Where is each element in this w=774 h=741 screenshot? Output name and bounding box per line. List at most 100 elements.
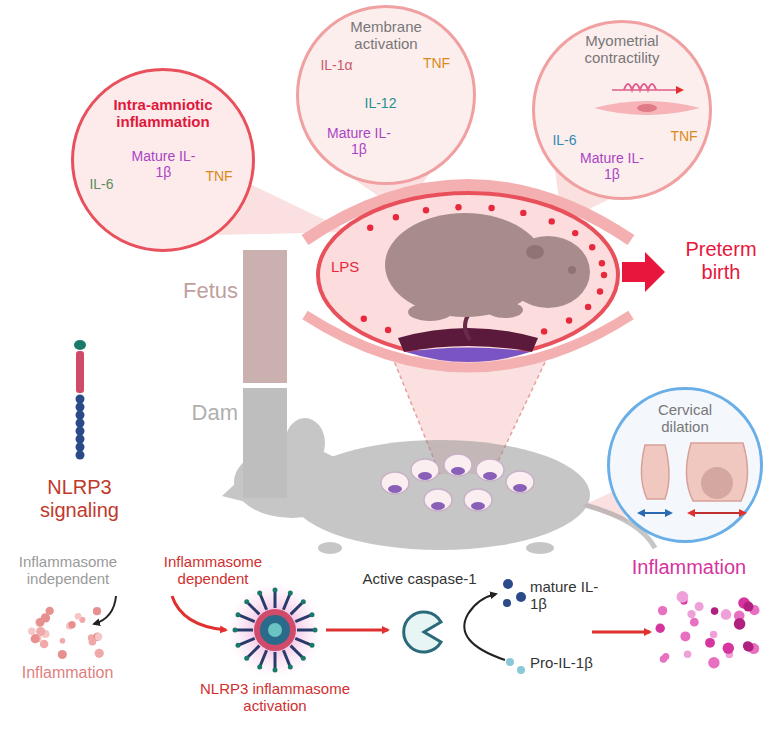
text-label: Inflammasome independent xyxy=(4,553,132,588)
inflammasome-tip xyxy=(244,599,249,604)
cytokine-label: IL-6 xyxy=(79,176,124,192)
lps-dot xyxy=(361,316,367,322)
fetus-head xyxy=(506,236,590,308)
muscle-nucleus xyxy=(637,104,657,112)
cytokine-dot xyxy=(503,579,513,589)
text-label: Preterm birth xyxy=(672,238,770,284)
placenta-mini xyxy=(451,467,465,475)
fetus-ear xyxy=(526,245,544,259)
text-label: NLRP3 inflammasome activation xyxy=(190,680,360,715)
cytokine-label: Mature IL-1β xyxy=(324,125,394,157)
mouse-ear xyxy=(285,418,325,468)
cytokine-dot xyxy=(744,642,754,652)
muscle-cell xyxy=(594,101,700,115)
inflammasome-core xyxy=(260,615,290,645)
pro-il1b-dots xyxy=(506,658,525,674)
inflammasome-spike xyxy=(247,646,260,659)
cytokine-dot xyxy=(658,606,667,615)
fetal-head xyxy=(701,467,733,499)
cytokine-dot xyxy=(28,628,35,635)
nlrp3-domain xyxy=(76,351,84,393)
preterm-arrow xyxy=(622,252,665,292)
cytokine-dot xyxy=(503,599,511,607)
inflammasome-tip xyxy=(310,643,315,648)
circle-shape xyxy=(534,22,711,199)
inflammasome-spike xyxy=(295,615,312,622)
inflammasome-spike xyxy=(295,638,312,645)
amniotic-sac xyxy=(444,454,472,476)
cytokine-dot xyxy=(705,638,715,648)
inflammasome-tip xyxy=(313,628,318,633)
circle-shape xyxy=(73,70,254,251)
nlrp3-bead xyxy=(76,411,85,420)
placenta-mini xyxy=(471,502,485,510)
cytokine-label: TNF xyxy=(199,168,239,184)
cytokine-dot xyxy=(721,609,732,620)
lps-dot xyxy=(393,214,399,220)
cytokine-dot xyxy=(684,650,692,658)
amniotic-sac xyxy=(424,489,452,511)
zoom-circle: Myometrial contractilityIL-6TNFMature IL… xyxy=(532,20,712,200)
caspase-icon xyxy=(404,612,441,652)
lps-dot xyxy=(572,230,578,236)
nlrp3-cap xyxy=(74,340,86,350)
inflammasome-spike xyxy=(274,590,277,608)
amniotic-sac xyxy=(464,489,492,511)
nlrp3-bead xyxy=(76,443,85,452)
amniotic-sac xyxy=(476,459,504,481)
inflammasome-tip xyxy=(288,591,293,596)
zoom-circle: Membrane activationIL-1αTNFIL-12Mature I… xyxy=(296,5,476,185)
cytokine-dot xyxy=(710,631,718,639)
cytokine-label: IL-6 xyxy=(542,132,587,148)
cytokine-dot xyxy=(516,592,526,602)
cytokine-dot xyxy=(60,638,66,644)
cervix-closed xyxy=(641,445,669,499)
mature-il1b-dots xyxy=(503,579,526,607)
placenta-mini xyxy=(431,502,445,510)
cytokine-label: Mature IL-1β xyxy=(126,148,201,180)
lps-dot xyxy=(367,225,373,231)
amniotic-sac xyxy=(411,459,439,481)
lps-dot xyxy=(423,207,429,213)
amniotic-cavity xyxy=(318,193,618,357)
cytokine-dot xyxy=(711,607,719,615)
cytokine-dot xyxy=(695,602,704,611)
placenta-base xyxy=(406,348,530,363)
inflammasome-spike xyxy=(291,646,304,659)
inflammasome-tip xyxy=(310,612,315,617)
inflammasome-ring xyxy=(254,609,296,651)
circle-heading: Membrane activation xyxy=(331,18,441,53)
label-band: Fetus xyxy=(160,250,287,383)
cytokine-label: IL-1α xyxy=(314,57,359,73)
zoom-circle: Cervical dilation xyxy=(607,387,763,543)
cytokine-dot xyxy=(35,618,44,627)
dilation-arrow xyxy=(689,512,745,514)
band-label: Dam xyxy=(160,400,238,425)
inflammasome-tip xyxy=(257,591,262,596)
amniotic-sac xyxy=(506,471,534,493)
cytokine-dot xyxy=(708,657,719,668)
inflammasome-spike xyxy=(291,602,304,615)
inflammasome-spike xyxy=(238,615,255,622)
inflammasome-tip xyxy=(301,656,306,661)
inflammasome-tip xyxy=(236,612,241,617)
inflammasome-tip xyxy=(257,665,262,670)
cytokine-label: IL-12 xyxy=(358,95,403,111)
lps-dot xyxy=(385,327,391,333)
lps-dot xyxy=(455,204,461,210)
lps-dot xyxy=(601,272,607,278)
text-label: LPS xyxy=(331,258,371,275)
cytokine-dot xyxy=(40,640,49,649)
cytokine-dot xyxy=(690,618,699,627)
inflammasome-spike xyxy=(247,602,260,615)
lps-dot xyxy=(549,218,555,224)
cytokine-dot xyxy=(506,658,514,666)
cytokine-label: Cervical dilation xyxy=(635,401,735,436)
cervix-dilated xyxy=(686,443,747,501)
cytokine-dot xyxy=(723,643,734,654)
amniotic-sac xyxy=(381,472,409,494)
text-label: Pro-IL-1β xyxy=(530,654,620,671)
cleavage-arrow xyxy=(464,594,505,660)
nlrp3-bead xyxy=(76,435,85,444)
